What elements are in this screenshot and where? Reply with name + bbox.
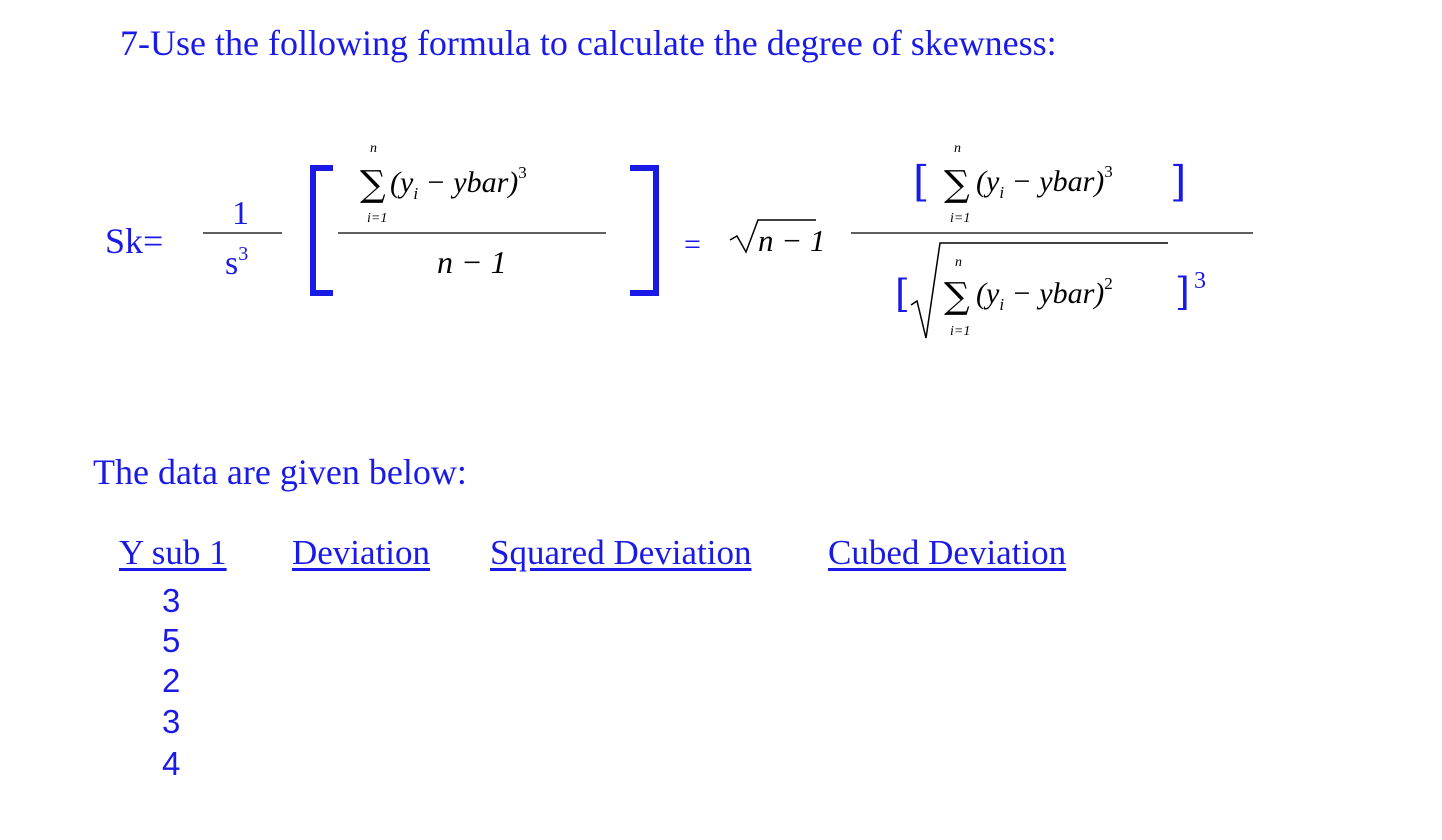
den-bracket-left: [ [895,272,910,316]
sum-symbol-2: ∑ [944,164,970,205]
den-bracket-right: ] [1175,270,1190,314]
sum-symbol-3: ∑ [944,276,970,317]
sum-lower-3: i=1 [950,324,970,339]
header-squared-deviation: Squared Deviation [490,533,752,572]
sum-upper-3: n [955,255,962,270]
sum-upper-1: n [370,141,377,156]
sum-upper-2: n [954,141,961,156]
sum-lower-2: i=1 [950,211,970,226]
sum-term-3: (yi − ybar)2 [976,274,1113,314]
y-value: 4 [162,745,181,782]
header-y-sub-1: Y sub 1 [119,533,227,572]
num-bracket-left: [ [913,157,929,206]
sqrt-arg: n − 1 [758,223,825,258]
header-cubed-deviation: Cubed Deviation [828,533,1067,572]
y-value: 3 [162,703,181,740]
sum-term-1: (yi − ybar)3 [390,163,527,203]
sqrt-radical-2 [910,242,1168,339]
data-intro: The data are given below: [93,452,467,492]
equals-sign: = [684,228,701,261]
main-denominator: n − 1 [437,244,507,280]
page-title: 7-Use the following formula to calculate… [120,23,1057,63]
y-value: 3 [162,582,181,619]
skewness-formula: Sk= 1 s3 n ∑ i=1 (yi − ybar)3 n − 1 = n … [105,141,1253,339]
header-deviation: Deviation [292,533,431,572]
sum-lower-1: i=1 [367,211,387,226]
num-bracket-right: ] [1170,157,1186,206]
formula-lhs: Sk= [105,221,163,261]
coef-denominator: s3 [225,243,248,282]
coef-numerator: 1 [232,195,249,232]
y-value: 5 [162,622,181,659]
outer-exponent: 3 [1194,268,1206,294]
sqrt-radical-1 [729,219,816,254]
y-value: 2 [162,662,181,699]
sum-symbol-1: ∑ [360,164,386,205]
sum-term-2: (yi − ybar)3 [976,162,1113,202]
left-bracket [310,165,333,296]
right-bracket [630,165,659,296]
